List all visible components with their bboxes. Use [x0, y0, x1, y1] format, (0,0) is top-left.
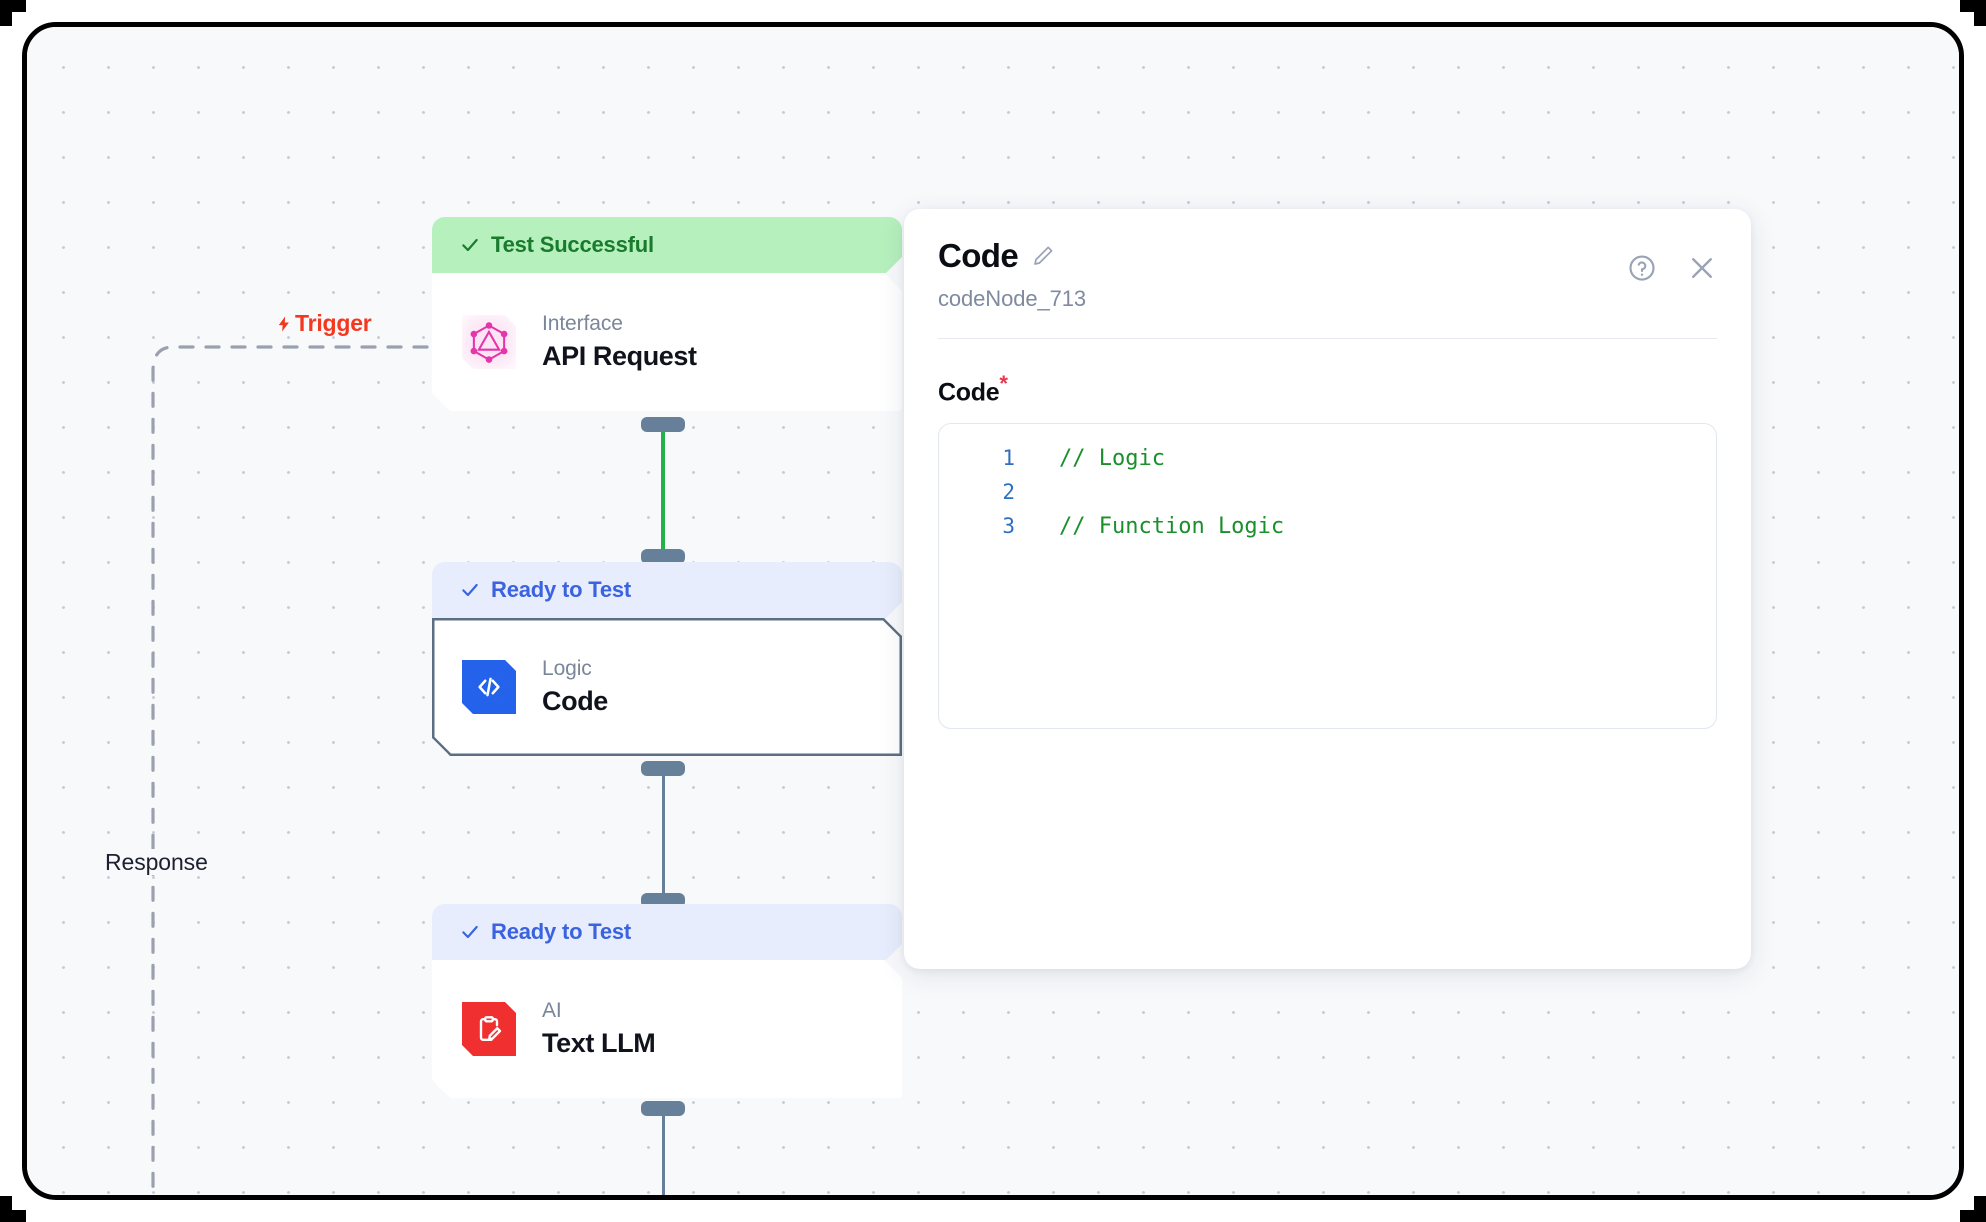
workflow-window: Trigger Response Test Successful — [22, 22, 1964, 1200]
node-api-request[interactable]: Test Successful Interface API Request — [432, 217, 902, 411]
check-icon — [460, 235, 480, 255]
node-detail-panel: Code codeNode_713 Code* — [904, 209, 1751, 969]
node-title-3: Text LLM — [542, 1028, 656, 1058]
trigger-response-path — [151, 345, 429, 1195]
node-text-2: Logic Code — [542, 657, 608, 717]
code-editor[interactable]: 1 // Logic 2 3 // Function Logic — [938, 423, 1717, 730]
code-line[interactable]: 2 — [939, 480, 1716, 514]
line-content: // Function Logic — [1059, 514, 1285, 540]
code-field-label-text: Code — [938, 378, 1000, 407]
panel-divider — [938, 338, 1717, 339]
panel-title: Code — [938, 237, 1019, 274]
required-marker: * — [999, 371, 1008, 396]
node-title-1: API Request — [542, 341, 697, 371]
node-kind-2: Logic — [542, 657, 592, 680]
response-label-text: Response — [99, 849, 214, 875]
help-circle-icon[interactable] — [1627, 253, 1657, 283]
panel-subtitle: codeNode_713 — [938, 286, 1087, 311]
graphql-icon — [462, 315, 516, 369]
code-line[interactable]: 3 // Function Logic — [939, 514, 1716, 548]
panel-title-row: Code — [938, 237, 1717, 275]
trigger-label-text: Trigger — [295, 310, 372, 336]
code-brackets-icon — [462, 660, 516, 714]
panel-header: Code codeNode_713 — [938, 209, 1717, 339]
connector-line-3 — [662, 1107, 665, 1195]
node-handle-out-1[interactable] — [641, 417, 685, 432]
node-status-badge-3: Ready to Test — [432, 904, 902, 960]
node-handle-out-2[interactable] — [641, 761, 685, 776]
line-content: // Logic — [1059, 446, 1165, 472]
node-status-text-2: Ready to Test — [491, 577, 632, 602]
code-line[interactable]: 1 // Logic — [939, 446, 1716, 480]
pencil-icon[interactable] — [1031, 244, 1055, 268]
line-number: 3 — [1002, 514, 1015, 539]
code-field-label: Code* — [938, 371, 1717, 407]
node-card-3[interactable]: AI Text LLM — [432, 960, 902, 1098]
close-icon[interactable] — [1687, 253, 1717, 283]
node-status-text-3: Ready to Test — [491, 919, 632, 944]
node-kind-1: Interface — [542, 312, 623, 335]
crop-mark-bottom-left-v — [0, 1196, 12, 1222]
node-handle-out-3[interactable] — [641, 1101, 685, 1116]
node-text-1: Interface API Request — [542, 312, 697, 372]
panel-actions — [1627, 253, 1717, 283]
node-text-llm[interactable]: Ready to Test AI Text LLM — [432, 904, 902, 1098]
line-number: 2 — [1002, 480, 1015, 505]
connector-line-2 — [662, 767, 665, 901]
check-icon — [460, 922, 480, 942]
clipboard-pencil-icon — [462, 1002, 516, 1056]
node-status-badge-1: Test Successful — [432, 217, 902, 273]
lightning-bolt-icon — [278, 316, 289, 331]
crop-mark-bottom-right-v — [1974, 1196, 1986, 1222]
node-title-2: Code — [542, 686, 608, 716]
node-kind-3: AI — [542, 999, 562, 1022]
node-status-badge-2: Ready to Test — [432, 562, 902, 618]
connector-line-1 — [661, 423, 665, 557]
crop-mark-top-right-v — [1974, 0, 1986, 26]
response-label: Response — [99, 849, 214, 876]
node-status-text-1: Test Successful — [491, 232, 654, 257]
line-number: 1 — [1002, 446, 1015, 471]
node-code[interactable]: Ready to Test Logic Code — [432, 562, 902, 756]
node-handle-in-2[interactable] — [641, 549, 685, 564]
crop-mark-top-left-v — [0, 0, 12, 26]
check-icon — [460, 580, 480, 600]
node-text-3: AI Text LLM — [542, 999, 655, 1059]
node-card-2[interactable]: Logic Code — [432, 618, 902, 756]
trigger-label: Trigger — [275, 310, 372, 337]
node-card-1[interactable]: Interface API Request — [432, 273, 902, 411]
